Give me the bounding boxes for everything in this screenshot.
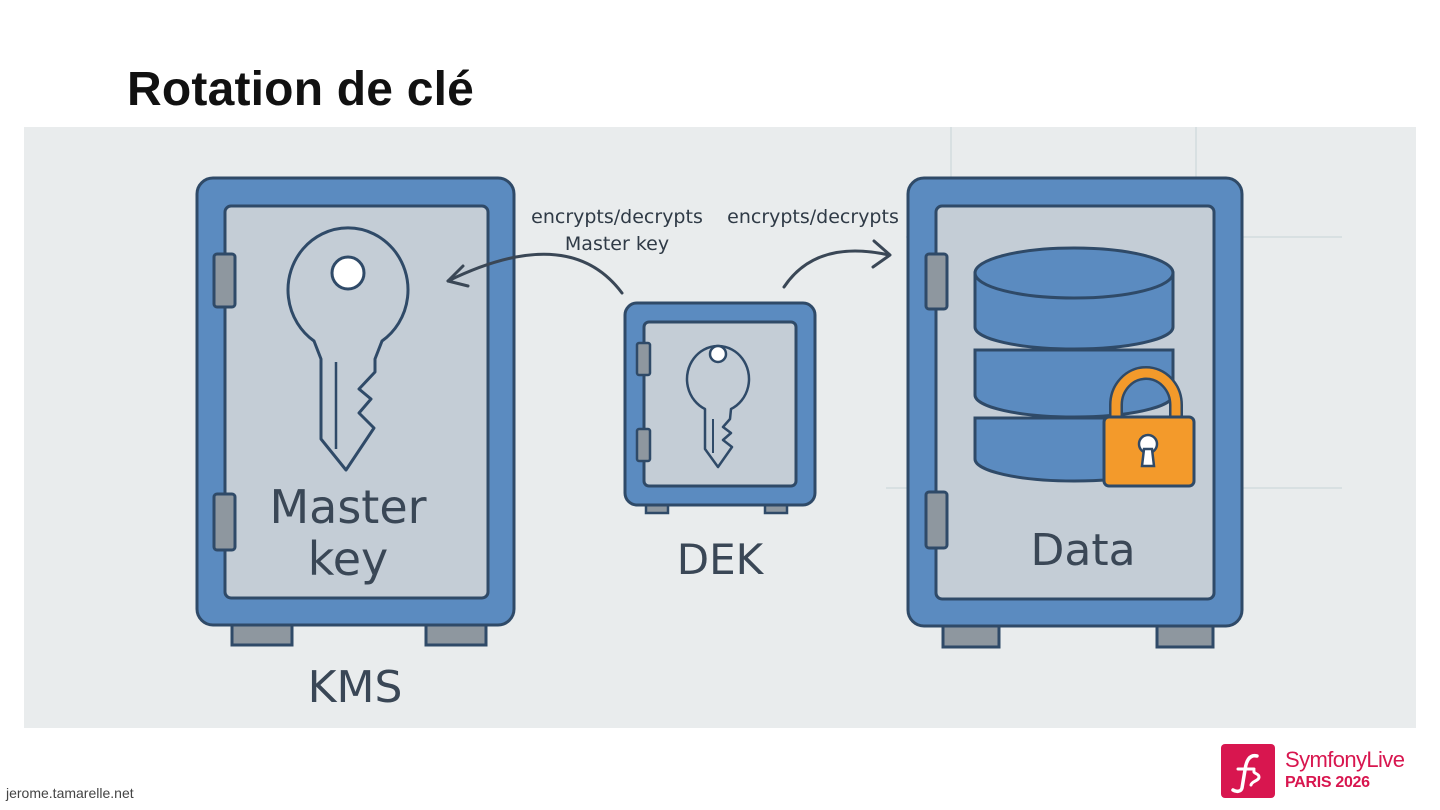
kms-door-label-line1: Master <box>269 480 426 534</box>
arrow-dek-to-data <box>782 249 891 289</box>
kms-door-label-line2: key <box>308 532 389 586</box>
arrow-kms-label-line1: encrypts/decrypts <box>531 206 703 228</box>
arrows <box>446 239 892 295</box>
padlock-icon <box>1102 366 1196 488</box>
data-vault: Data <box>906 176 1244 649</box>
footer-url: jerome.tamarelle.net <box>6 785 134 801</box>
arrowhead-kms <box>446 264 470 288</box>
data-door-label: Data <box>1030 525 1135 576</box>
symfony-logo <box>1221 744 1275 798</box>
arrow-dek-to-kms <box>446 252 624 295</box>
arrowhead-data <box>871 239 892 269</box>
brand-event: PARIS 2026 <box>1285 774 1370 791</box>
kms-caption: KMS <box>308 662 403 713</box>
key-rotation-diagram: Master key KMS DEK <box>24 127 1416 728</box>
brand-name: SymfonyLive <box>1285 747 1405 772</box>
arrow-data-label: encrypts/decrypts <box>727 206 899 228</box>
dek-safe <box>623 301 817 515</box>
kms-vault: Master key <box>195 176 516 647</box>
dek-key-icon <box>685 344 751 469</box>
arrow-kms-label-line2: Master key <box>565 233 669 255</box>
dek-caption: DEK <box>677 535 765 584</box>
slide-title: Rotation de clé <box>127 63 475 116</box>
master-key-icon <box>286 226 410 472</box>
symfonylive-brand: SymfonyLive PARIS 2026 <box>1221 744 1421 800</box>
